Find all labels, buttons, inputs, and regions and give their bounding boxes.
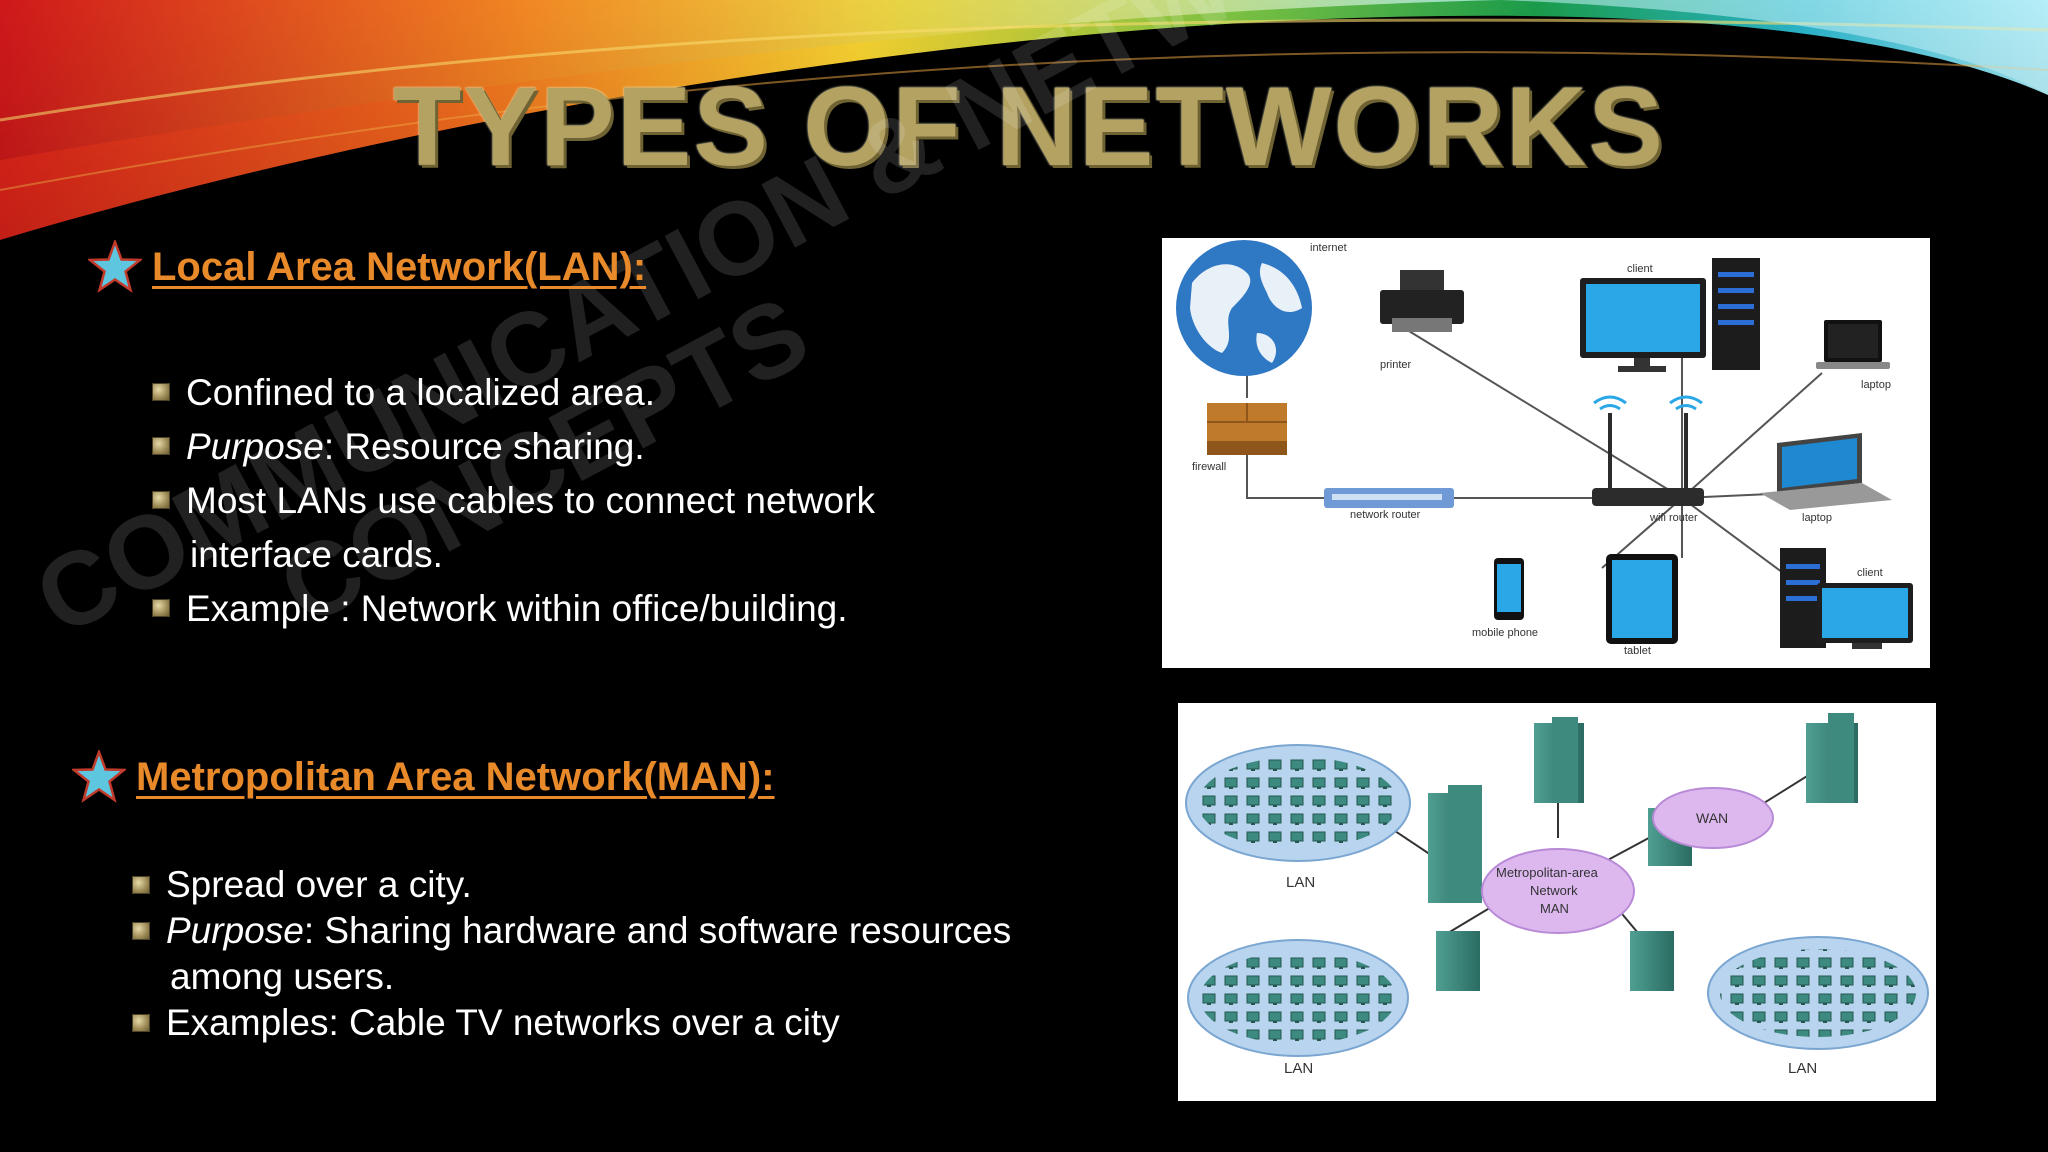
lan-cloud-top-left (1185, 744, 1411, 862)
tablet-icon (1606, 554, 1678, 644)
man-heading: Metropolitan Area Network(MAN): (72, 750, 1011, 804)
desktop-computer-icon (1580, 258, 1760, 372)
label-lan-bottom-left: LAN (1284, 1060, 1313, 1077)
star-icon (72, 750, 126, 803)
building-icon (1428, 785, 1482, 903)
label-wifi-router: wifi router (1649, 512, 1698, 524)
label-network-router: network router (1350, 509, 1421, 521)
man-section: Metropolitan Area Network(MAN): Spread o… (72, 750, 1011, 1046)
bullet-text: : Resource sharing. (323, 426, 645, 467)
bullet-text-continuation: interface cards. (190, 534, 443, 575)
list-item: Purpose: Sharing hardware and software r… (132, 908, 1011, 1000)
man-cloud (1481, 848, 1635, 934)
square-bullet-icon (132, 876, 150, 894)
bullet-text: Confined to a localized area. (186, 372, 655, 413)
list-item: Purpose: Resource sharing. (152, 420, 875, 474)
lan-cloud-bottom-left (1187, 939, 1409, 1057)
square-bullet-icon (132, 922, 150, 940)
man-bullet-list: Spread over a city. Purpose: Sharing har… (132, 862, 1011, 1046)
building-icon (1806, 713, 1858, 803)
printer-icon (1380, 270, 1464, 332)
bullet-text: Examples: Cable TV networks over a city (166, 1002, 840, 1043)
laptop-icon (1760, 433, 1892, 510)
globe-icon (1176, 240, 1312, 376)
label-client-bottom: client (1857, 567, 1883, 579)
man-diagram: LAN LAN LAN (1185, 713, 1929, 1077)
list-item: Confined to a localized area. (152, 366, 875, 420)
rainbow-banner (0, 0, 2048, 260)
label-firewall: firewall (1192, 461, 1226, 473)
list-item: Example : Network within office/building… (152, 582, 875, 636)
label-laptop-top: laptop (1861, 379, 1891, 391)
lan-heading: Local Area Network(LAN): (88, 240, 875, 294)
lan-diagram: internet printer client (1176, 240, 1913, 657)
bullet-text: Spread over a city. (166, 864, 472, 905)
label-lan-bottom-right: LAN (1788, 1060, 1817, 1077)
lan-bullet-list: Confined to a localized area. Purpose: R… (152, 366, 875, 636)
square-bullet-icon (132, 1014, 150, 1032)
list-item: Examples: Cable TV networks over a city (132, 1000, 1011, 1046)
square-bullet-icon (152, 383, 170, 401)
label-internet: internet (1310, 242, 1347, 254)
lan-cloud-bottom-right (1707, 936, 1929, 1050)
building-icon (1630, 931, 1674, 991)
wifi-router-icon (1592, 395, 1704, 506)
square-bullet-icon (152, 599, 170, 617)
wan-cloud (1652, 787, 1774, 849)
slide-title: TYPES OF NETWORKS (392, 64, 1666, 189)
label-wan: WAN (1696, 810, 1728, 826)
bullet-emphasis: Purpose (186, 426, 324, 467)
label-man-line-3: MAN (1540, 901, 1569, 916)
bullet-text: Most LANs use cables to connect network (186, 480, 875, 521)
label-tablet: tablet (1624, 645, 1651, 657)
bullet-text: : Sharing hardware and software resource… (303, 910, 1012, 951)
list-item: Most LANs use cables to connect network … (152, 474, 875, 582)
square-bullet-icon (152, 491, 170, 509)
firewall-icon (1207, 403, 1287, 455)
building-icon (1534, 717, 1584, 803)
label-man-line-2: Network (1530, 883, 1578, 898)
man-heading-text: Metropolitan Area Network(MAN): (136, 754, 775, 799)
label-man-line-1: Metropolitan-area (1496, 865, 1599, 880)
label-printer: printer (1380, 359, 1412, 371)
desktop-computer-icon (1780, 548, 1913, 649)
star-icon (88, 240, 142, 293)
label-lan-top-left: LAN (1286, 874, 1315, 891)
network-router-icon (1324, 488, 1454, 508)
building-icon (1436, 931, 1480, 991)
square-bullet-icon (152, 437, 170, 455)
man-diagram-image: LAN LAN LAN (1178, 703, 1936, 1101)
list-item: Spread over a city. (132, 862, 1011, 908)
lan-section: Local Area Network(LAN): Confined to a l… (88, 240, 875, 636)
bullet-text: Example : Network within office/building… (186, 588, 848, 629)
lan-diagram-image: internet printer client (1162, 238, 1930, 668)
lan-heading-text: Local Area Network(LAN): (152, 244, 647, 289)
mobile-phone-icon (1494, 558, 1524, 620)
bullet-emphasis: Purpose (166, 910, 304, 951)
label-laptop-right: laptop (1802, 512, 1832, 524)
bullet-text-continuation: among users. (170, 956, 395, 997)
label-mobile-phone: mobile phone (1472, 627, 1538, 639)
label-client-top: client (1627, 263, 1653, 275)
laptop-icon (1816, 320, 1890, 369)
